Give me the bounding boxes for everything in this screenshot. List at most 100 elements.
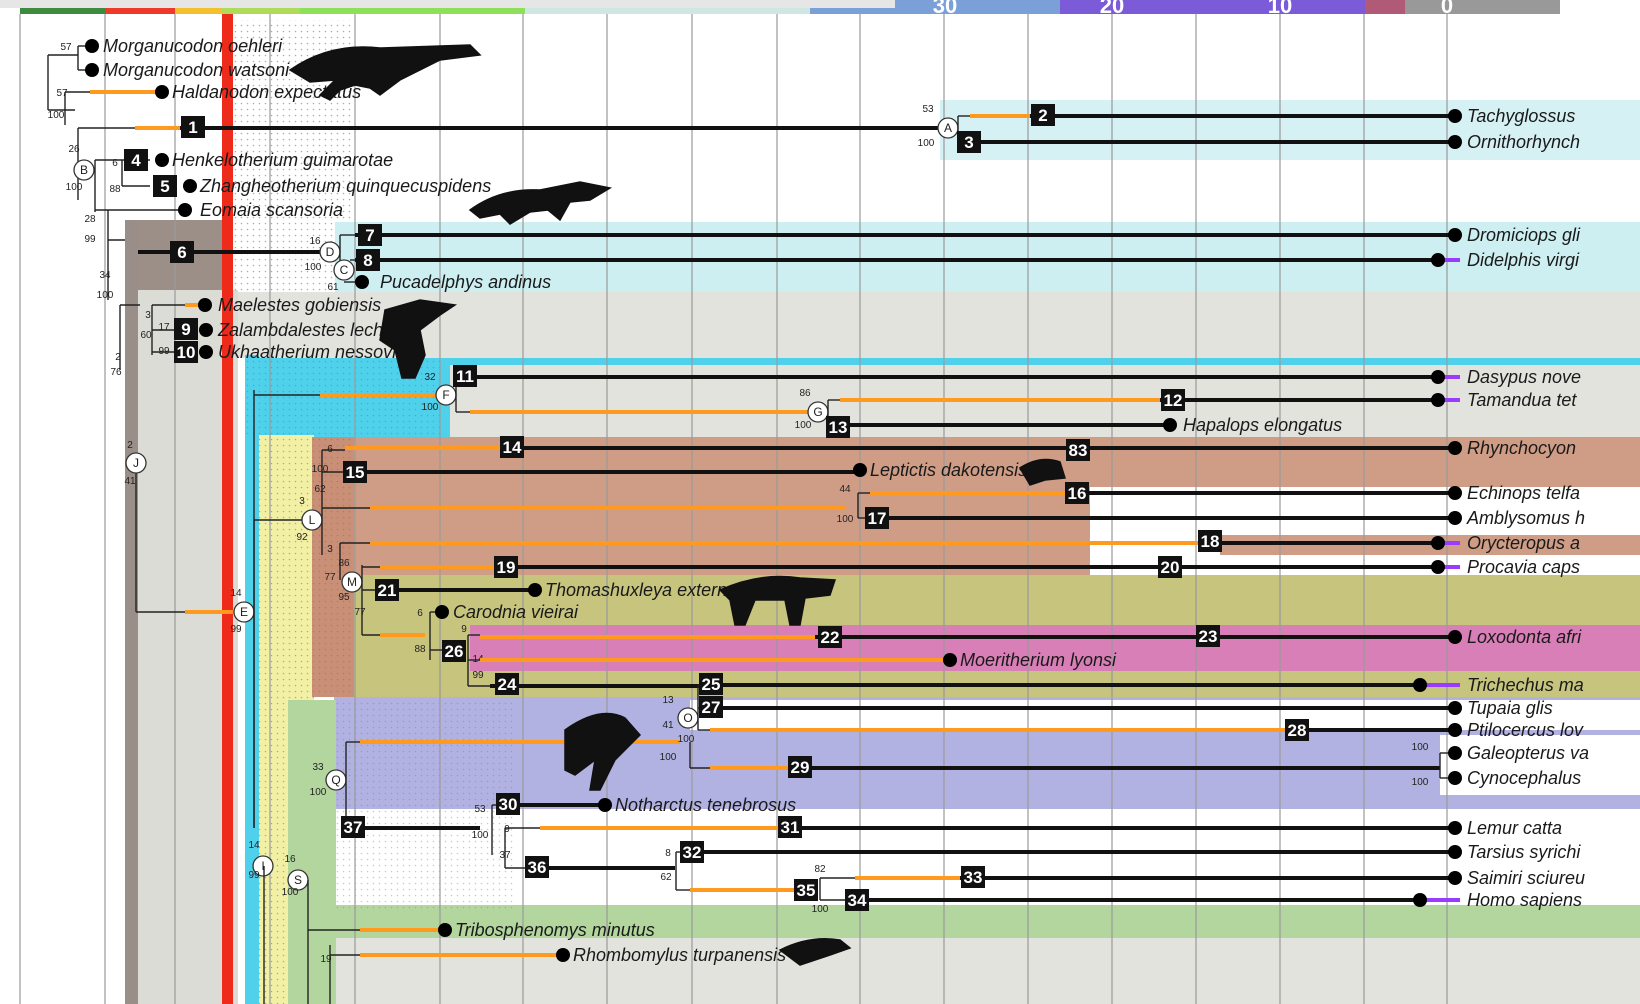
node-number: 26: [445, 642, 464, 661]
tip-label-dromiciops: Dromiciops gli: [1467, 225, 1581, 245]
tip-label-galeopterus: Galeopterus va: [1467, 743, 1589, 763]
support-value: 3: [327, 544, 333, 555]
support-value: 28: [84, 214, 96, 225]
node-number: 20: [1161, 558, 1180, 577]
support-value: 100: [1412, 742, 1429, 753]
support-value: 13: [662, 695, 674, 706]
node-number-box: [826, 416, 850, 438]
tip-dot: [1431, 393, 1445, 407]
tip-dot: [199, 323, 213, 337]
support-value: 99: [84, 234, 96, 245]
tip-label-tarsius: Tarsius syrichi: [1467, 842, 1581, 862]
support-value: 100: [305, 262, 322, 273]
node-number: 28: [1288, 721, 1307, 740]
support-value: 99: [248, 870, 260, 881]
node-number-box: [794, 879, 818, 901]
tip-label-tachyglossus: Tachyglossus: [1467, 106, 1575, 126]
node-number-box: [358, 224, 382, 246]
tip-label-loxodonta: Loxodonta afri: [1467, 627, 1582, 647]
tip-label-rhynchocyon: Rhynchocyon: [1467, 438, 1576, 458]
node-number: 16: [1068, 484, 1087, 503]
node-number: 21: [378, 581, 397, 600]
tip-dot: [1448, 723, 1462, 737]
tip-dot: [155, 153, 169, 167]
tip-label-zhangheotherium: Zhangheotherium quinquecuspidens: [199, 176, 491, 196]
tip-dot: [1448, 109, 1462, 123]
node-number: 29: [791, 758, 810, 777]
tip-label-saimiri: Saimiri sciureu: [1467, 868, 1585, 888]
clade-band-proboscidea: [470, 625, 1640, 671]
clade-band-grey-eutheria: [300, 938, 1640, 1004]
node-number: 32: [683, 843, 702, 862]
node-number: 36: [528, 858, 547, 877]
node-number: 23: [1199, 627, 1218, 646]
node-letter: F: [442, 388, 449, 402]
tip-label-orycteropus: Orycteropus a: [1467, 533, 1580, 553]
support-value: 3: [299, 496, 305, 507]
tip-dot: [1448, 630, 1462, 644]
node-number: 18: [1201, 532, 1220, 551]
tip-label-haldanodon: Haldanodon expectatus: [172, 82, 361, 102]
node-number-box: [174, 341, 198, 363]
tip-label-pucadelphys: Pucadelphys andinus: [380, 272, 551, 292]
node-number-box: [343, 461, 367, 483]
support-value: 100: [282, 887, 299, 898]
node-letter: B: [80, 163, 88, 177]
tip-label-tamandua: Tamandua tet: [1467, 390, 1577, 410]
support-value: 100: [472, 830, 489, 841]
timescale-label: 30: [933, 0, 957, 18]
support-value: 9: [461, 624, 467, 635]
node-letter: A: [944, 121, 952, 135]
support-value: 57: [60, 42, 72, 53]
tip-label-echinops: Echinops telfa: [1467, 483, 1580, 503]
support-value: 100: [837, 514, 854, 525]
silhouette-leptictis-skeleton: [1018, 458, 1066, 486]
tip-dot: [528, 583, 542, 597]
support-value: 99: [230, 624, 242, 635]
support-value: 88: [414, 644, 426, 655]
node-number: 2: [1038, 106, 1047, 125]
tip-dot: [1448, 228, 1462, 242]
node-number: 13: [829, 418, 848, 437]
node-number-box: [181, 116, 205, 138]
support-value: 77: [354, 607, 366, 618]
node-number-box: [153, 175, 177, 197]
support-value: 100: [660, 752, 677, 763]
tip-dot: [155, 85, 169, 99]
tip-dot: [199, 345, 213, 359]
tip-label-ukhaatherium: Ukhaatherium nessovi: [218, 342, 397, 362]
clade-band-white3: [690, 700, 1640, 730]
node-number-box: [961, 866, 985, 888]
stem-band-grey: [138, 290, 238, 1004]
node-number-box: [174, 318, 198, 340]
support-value: 6: [112, 158, 118, 169]
tip-dot: [1448, 871, 1462, 885]
tip-label-procavia: Procavia caps: [1467, 557, 1580, 577]
silhouette-thomashuxleya-skeleton: [718, 575, 837, 626]
support-value: 3: [145, 310, 151, 321]
node-letter: I: [261, 859, 264, 873]
support-value: 100: [48, 110, 65, 121]
tip-label-henkelotherium: Henkelotherium guimarotae: [172, 150, 393, 170]
node-number-box: [1196, 625, 1220, 647]
support-value: 8: [665, 848, 671, 859]
node-number-box: [778, 816, 802, 838]
tip-dot: [198, 298, 212, 312]
node-letter-circle: [125, 452, 147, 474]
node-number-box: [845, 889, 869, 911]
tip-dot: [1448, 845, 1462, 859]
support-value: 95: [338, 592, 350, 603]
support-value: 60: [140, 330, 152, 341]
node-number: 1: [188, 118, 197, 137]
node-number-box: [1198, 530, 1222, 552]
support-value: 26: [68, 144, 80, 155]
node-letter: D: [326, 245, 335, 259]
node-number-box: [500, 436, 524, 458]
node-letter: E: [240, 605, 248, 619]
support-value: 34: [99, 270, 111, 281]
timescale-segment: [1405, 0, 1560, 14]
node-number: 27: [702, 698, 721, 717]
support-value: 14: [248, 840, 260, 851]
node-letter: G: [813, 405, 822, 419]
